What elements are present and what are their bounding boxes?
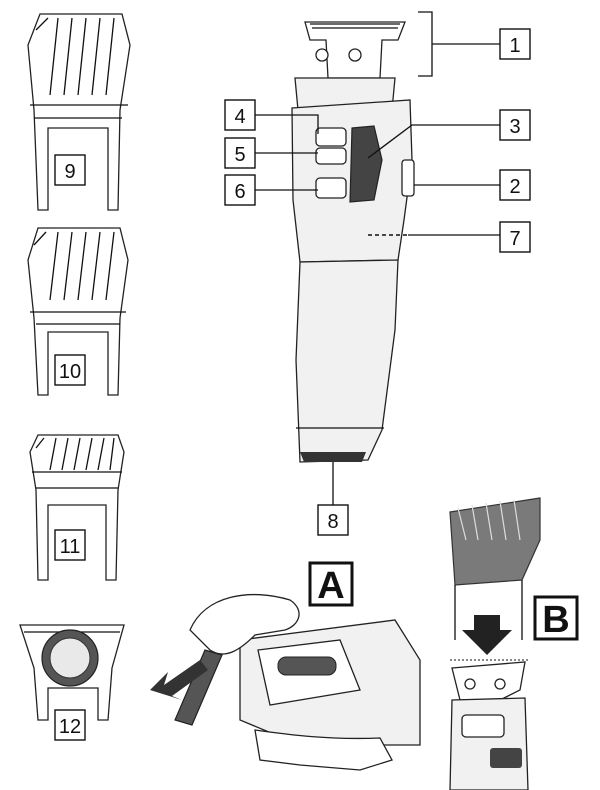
- leader-3: [367, 124, 500, 159]
- slide-off-arrow: [150, 660, 208, 700]
- panel-a-illustration: A: [150, 561, 421, 771]
- callout-1-box: [499, 28, 531, 60]
- callout-7-box: [499, 221, 531, 253]
- callout-9-box: [54, 154, 86, 186]
- panel-b-illustration: B: [443, 497, 600, 790]
- callout-1: 1: [509, 35, 520, 57]
- button-6: [315, 177, 347, 199]
- button-5: [315, 147, 347, 165]
- callout-12: 12: [59, 716, 81, 738]
- leader-1: [418, 11, 500, 77]
- callout-12-box: [54, 709, 86, 741]
- callout-5-box: [224, 137, 256, 169]
- attachment-12: 12: [19, 624, 125, 741]
- callout-3: 3: [509, 116, 520, 138]
- callout-3-box: [499, 109, 531, 141]
- callout-2: 2: [509, 176, 520, 198]
- guide-comb-11: 11: [29, 434, 125, 581]
- side-button: [401, 159, 415, 197]
- guide-comb-9: 9: [27, 13, 131, 211]
- callout-11-box: [54, 529, 86, 561]
- callout-8: 8: [327, 511, 338, 533]
- attach-arrow: [462, 615, 512, 655]
- callout-6: 6: [234, 181, 245, 203]
- length-dial: [349, 125, 383, 203]
- panel-a-label: A: [317, 565, 344, 607]
- panel-b-box: [533, 595, 579, 641]
- callout-10-box: [54, 354, 86, 386]
- panel-b-label: B: [542, 599, 569, 641]
- callout-9: 9: [64, 161, 75, 183]
- callout-5: 5: [234, 144, 245, 166]
- callout-7: 7: [509, 228, 520, 250]
- leader-4: [255, 114, 319, 134]
- panel-a-box: [308, 561, 354, 607]
- callout-10: 10: [59, 361, 81, 383]
- callout-11: 11: [60, 536, 81, 558]
- trimmer-body: [291, 21, 415, 463]
- callout-4: 4: [234, 106, 245, 128]
- guide-comb-10: 10: [27, 227, 129, 396]
- button-4: [315, 127, 347, 147]
- callout-8-box: [317, 504, 349, 536]
- callout-2-box: [499, 169, 531, 201]
